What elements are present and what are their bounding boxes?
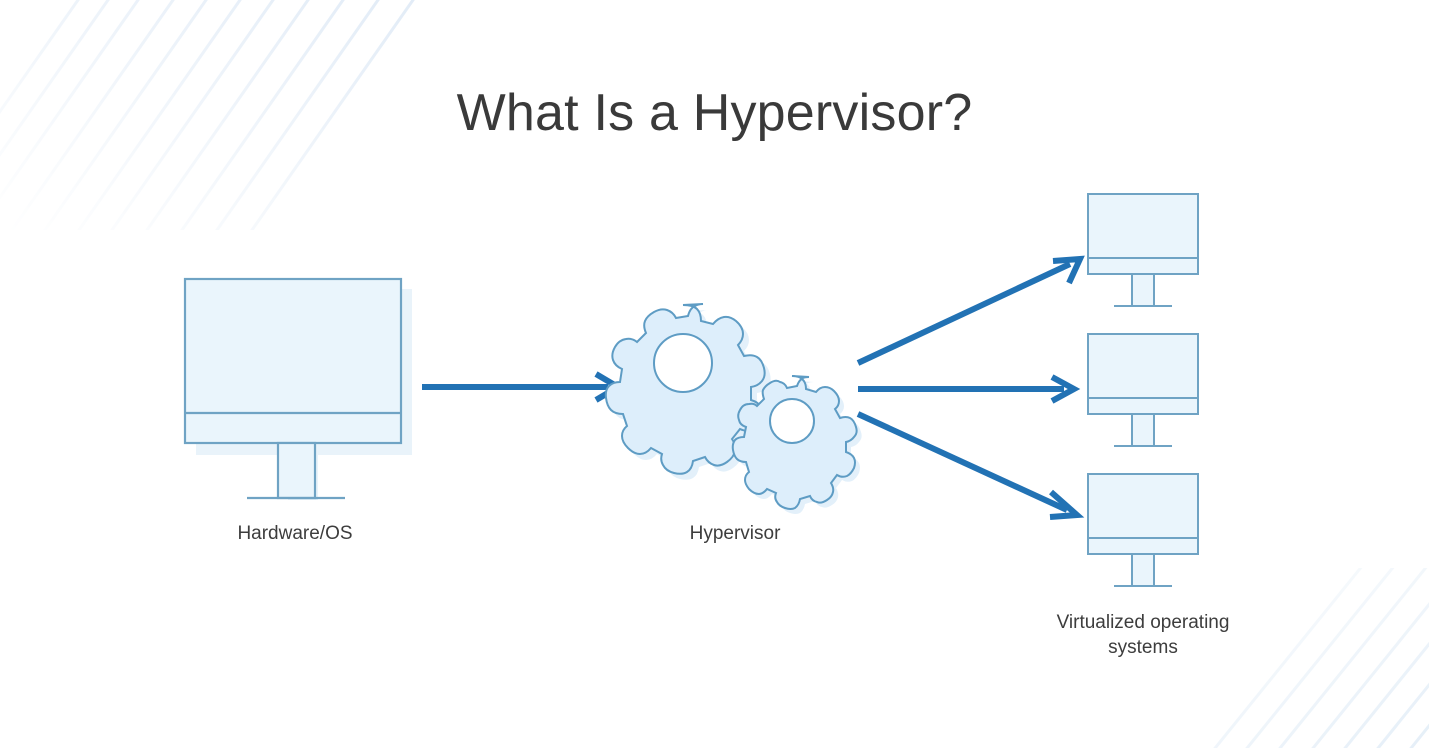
caption-line-1: Virtualized operating: [1056, 612, 1230, 633]
monitor-stand-neck: [1131, 553, 1155, 587]
monitor-screen: [183, 277, 403, 445]
node-hardware-os: [183, 277, 412, 500]
monitor-screen: [1087, 333, 1199, 415]
gear-large-hub: [653, 333, 713, 393]
gear-small-hub: [769, 398, 815, 444]
arrow-head: [1052, 255, 1085, 285]
arrow-shaft: [856, 411, 1069, 513]
caption-hardware-os: Hardware/OS: [237, 523, 353, 544]
caption-line-2: systems: [1108, 637, 1178, 658]
gear-small-icon: [731, 375, 862, 514]
node-virtualized-os-3: [1087, 473, 1199, 587]
arrow-head: [1049, 489, 1085, 520]
edge-hypervisor-to-vm-top: [856, 255, 1085, 366]
node-virtualized-os-2: [1087, 333, 1199, 447]
edge-hardware-to-hypervisor: [422, 371, 624, 403]
monitor-stand-neck: [1131, 413, 1155, 447]
monitor-stand-neck: [1131, 273, 1155, 307]
caption-virtualized-operating-systems: Virtualized operating systems: [1023, 610, 1263, 660]
gear-large-icon: [604, 303, 771, 480]
monitor-screen: [1087, 193, 1199, 275]
arrow-head: [1050, 374, 1081, 404]
page-title: What Is a Hypervisor?: [456, 84, 973, 142]
node-hypervisor: [604, 303, 862, 514]
edge-hypervisor-to-vm-bottom: [856, 411, 1085, 520]
monitor-stand-neck: [276, 441, 317, 500]
arrow-shaft: [856, 261, 1072, 366]
edge-hypervisor-to-vm-middle: [858, 374, 1081, 404]
node-virtualized-os-1: [1087, 193, 1199, 307]
monitor-screen: [1087, 473, 1199, 555]
caption-hypervisor: Hypervisor: [689, 523, 781, 544]
